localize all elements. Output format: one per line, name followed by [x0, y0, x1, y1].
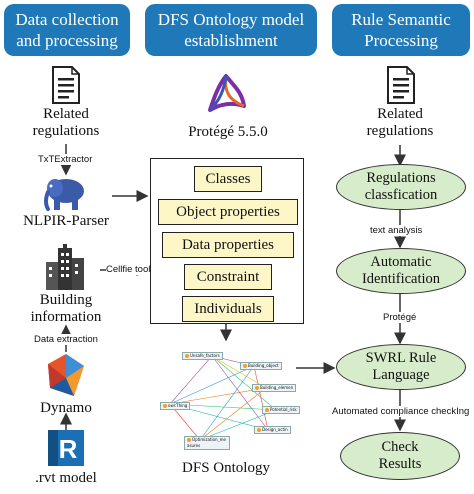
- right-related-regulations: Related regulations: [366, 106, 434, 139]
- dynamo-icon: [48, 354, 84, 396]
- dynamo-label: Dynamo: [40, 400, 92, 416]
- swrl-rule-language-node: SWRL Rule Language: [336, 344, 466, 390]
- check-results-node: Check Results: [340, 432, 460, 480]
- graph-node: Design_actin: [254, 426, 291, 434]
- classes-box: Classes: [194, 166, 262, 192]
- data-extraction-label: Data extraction: [34, 334, 98, 345]
- document-icon: [387, 66, 415, 104]
- header-data-collection: Data collection and processing: [4, 4, 130, 56]
- txt-extractor-label: TxTExtractor: [38, 154, 93, 165]
- header-rule-semantic: Rule Semantic Processing: [332, 4, 470, 56]
- graph-node: Building_object: [240, 362, 282, 370]
- data-properties-box: Data properties: [162, 232, 294, 258]
- constraint-box: Constraint: [184, 264, 272, 290]
- protege-edge-label: Protégé: [383, 312, 417, 323]
- left-related-regulations: Related regulations: [32, 106, 100, 139]
- document-icon: [52, 66, 80, 104]
- automatic-identification-node: Automatic Identification: [336, 248, 466, 294]
- individuals-box: Individuals: [182, 296, 274, 322]
- graph-node: owl:Thing: [160, 402, 191, 410]
- graph-node: Unsafe_factors: [182, 352, 223, 360]
- regulations-classification-node: Regulations classfication: [336, 164, 466, 210]
- graph-node: Potential_risk: [262, 406, 300, 414]
- graph-node: Building_elemen: [252, 384, 297, 392]
- revit-icon: R: [48, 430, 84, 466]
- building-information-label: Building information: [30, 292, 102, 325]
- object-properties-box: Object properties: [158, 199, 298, 225]
- protege-logo-icon: [208, 74, 246, 112]
- svg-text:R: R: [59, 434, 78, 464]
- nlpir-parser-label: NLPIR-Parser: [23, 213, 109, 229]
- dfs-ontology-label: DFS Ontology: [182, 460, 270, 476]
- graph-node: Optimization_me asures: [184, 436, 230, 450]
- protege-version-label: Protégé 5.5.0: [188, 124, 268, 140]
- header-ontology-model: DFS Ontology model establishment: [145, 4, 317, 56]
- elephant-icon: [44, 179, 84, 211]
- automated-compliance-label: Automated compliance checkIng: [332, 406, 470, 417]
- text-analysis-label: text analysis: [370, 225, 423, 236]
- cellfie-tool-label: Cellfie tool: [106, 264, 151, 275]
- building-icon: [46, 244, 84, 290]
- rvt-model-label: .rvt model: [35, 470, 97, 486]
